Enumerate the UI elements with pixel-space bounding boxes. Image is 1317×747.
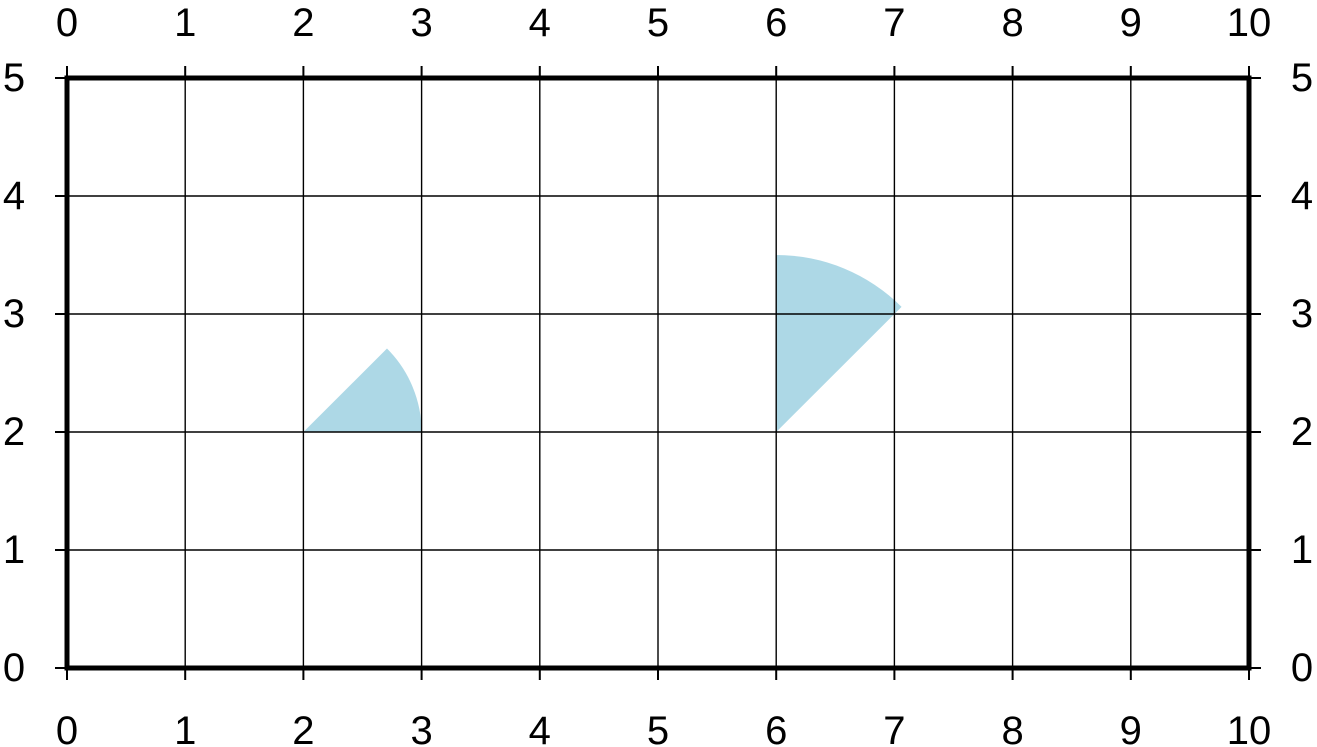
- x-tick-label-bottom: 8: [1001, 709, 1023, 747]
- x-tick-label-bottom: 7: [883, 709, 905, 747]
- x-tick-label-top: 3: [410, 1, 432, 45]
- plot-frame: [64, 75, 1252, 671]
- grid-layer: [67, 78, 1249, 668]
- ticks-layer: [55, 66, 1261, 680]
- y-tick-label-right: 0: [1291, 646, 1313, 690]
- wedge-2: [776, 255, 902, 432]
- x-tick-label-top: 8: [1001, 1, 1023, 45]
- x-tick-label-bottom: 10: [1227, 709, 1272, 747]
- x-tick-label-top: 9: [1120, 1, 1142, 45]
- y-tick-label-right: 2: [1291, 410, 1313, 454]
- x-tick-label-top: 7: [883, 1, 905, 45]
- x-tick-label-bottom: 1: [174, 709, 196, 747]
- y-tick-label-right: 1: [1291, 528, 1313, 572]
- x-tick-label-top: 5: [647, 1, 669, 45]
- x-tick-label-bottom: 0: [56, 709, 78, 747]
- x-tick-label-top: 1: [174, 1, 196, 45]
- x-tick-label-bottom: 4: [529, 709, 551, 747]
- x-tick-label-bottom: 2: [292, 709, 314, 747]
- wedge-1: [303, 348, 422, 432]
- y-tick-label-right: 4: [1291, 174, 1313, 218]
- x-tick-label-bottom: 6: [765, 709, 787, 747]
- x-tick-label-bottom: 5: [647, 709, 669, 747]
- x-tick-label-bottom: 9: [1120, 709, 1142, 747]
- y-tick-label-left: 2: [3, 410, 25, 454]
- y-tick-label-left: 1: [3, 528, 25, 572]
- x-tick-label-top: 6: [765, 1, 787, 45]
- y-tick-label-right: 3: [1291, 292, 1313, 336]
- x-tick-label-top: 10: [1227, 1, 1272, 45]
- y-tick-label-left: 5: [3, 56, 25, 100]
- y-tick-label-right: 5: [1291, 56, 1313, 100]
- x-tick-label-top: 4: [529, 1, 551, 45]
- y-tick-label-left: 4: [3, 174, 25, 218]
- x-tick-label-bottom: 3: [410, 709, 432, 747]
- y-tick-label-left: 3: [3, 292, 25, 336]
- y-tick-label-left: 0: [3, 646, 25, 690]
- wedges-layer: [303, 255, 902, 432]
- x-tick-label-top: 2: [292, 1, 314, 45]
- x-tick-label-top: 0: [56, 1, 78, 45]
